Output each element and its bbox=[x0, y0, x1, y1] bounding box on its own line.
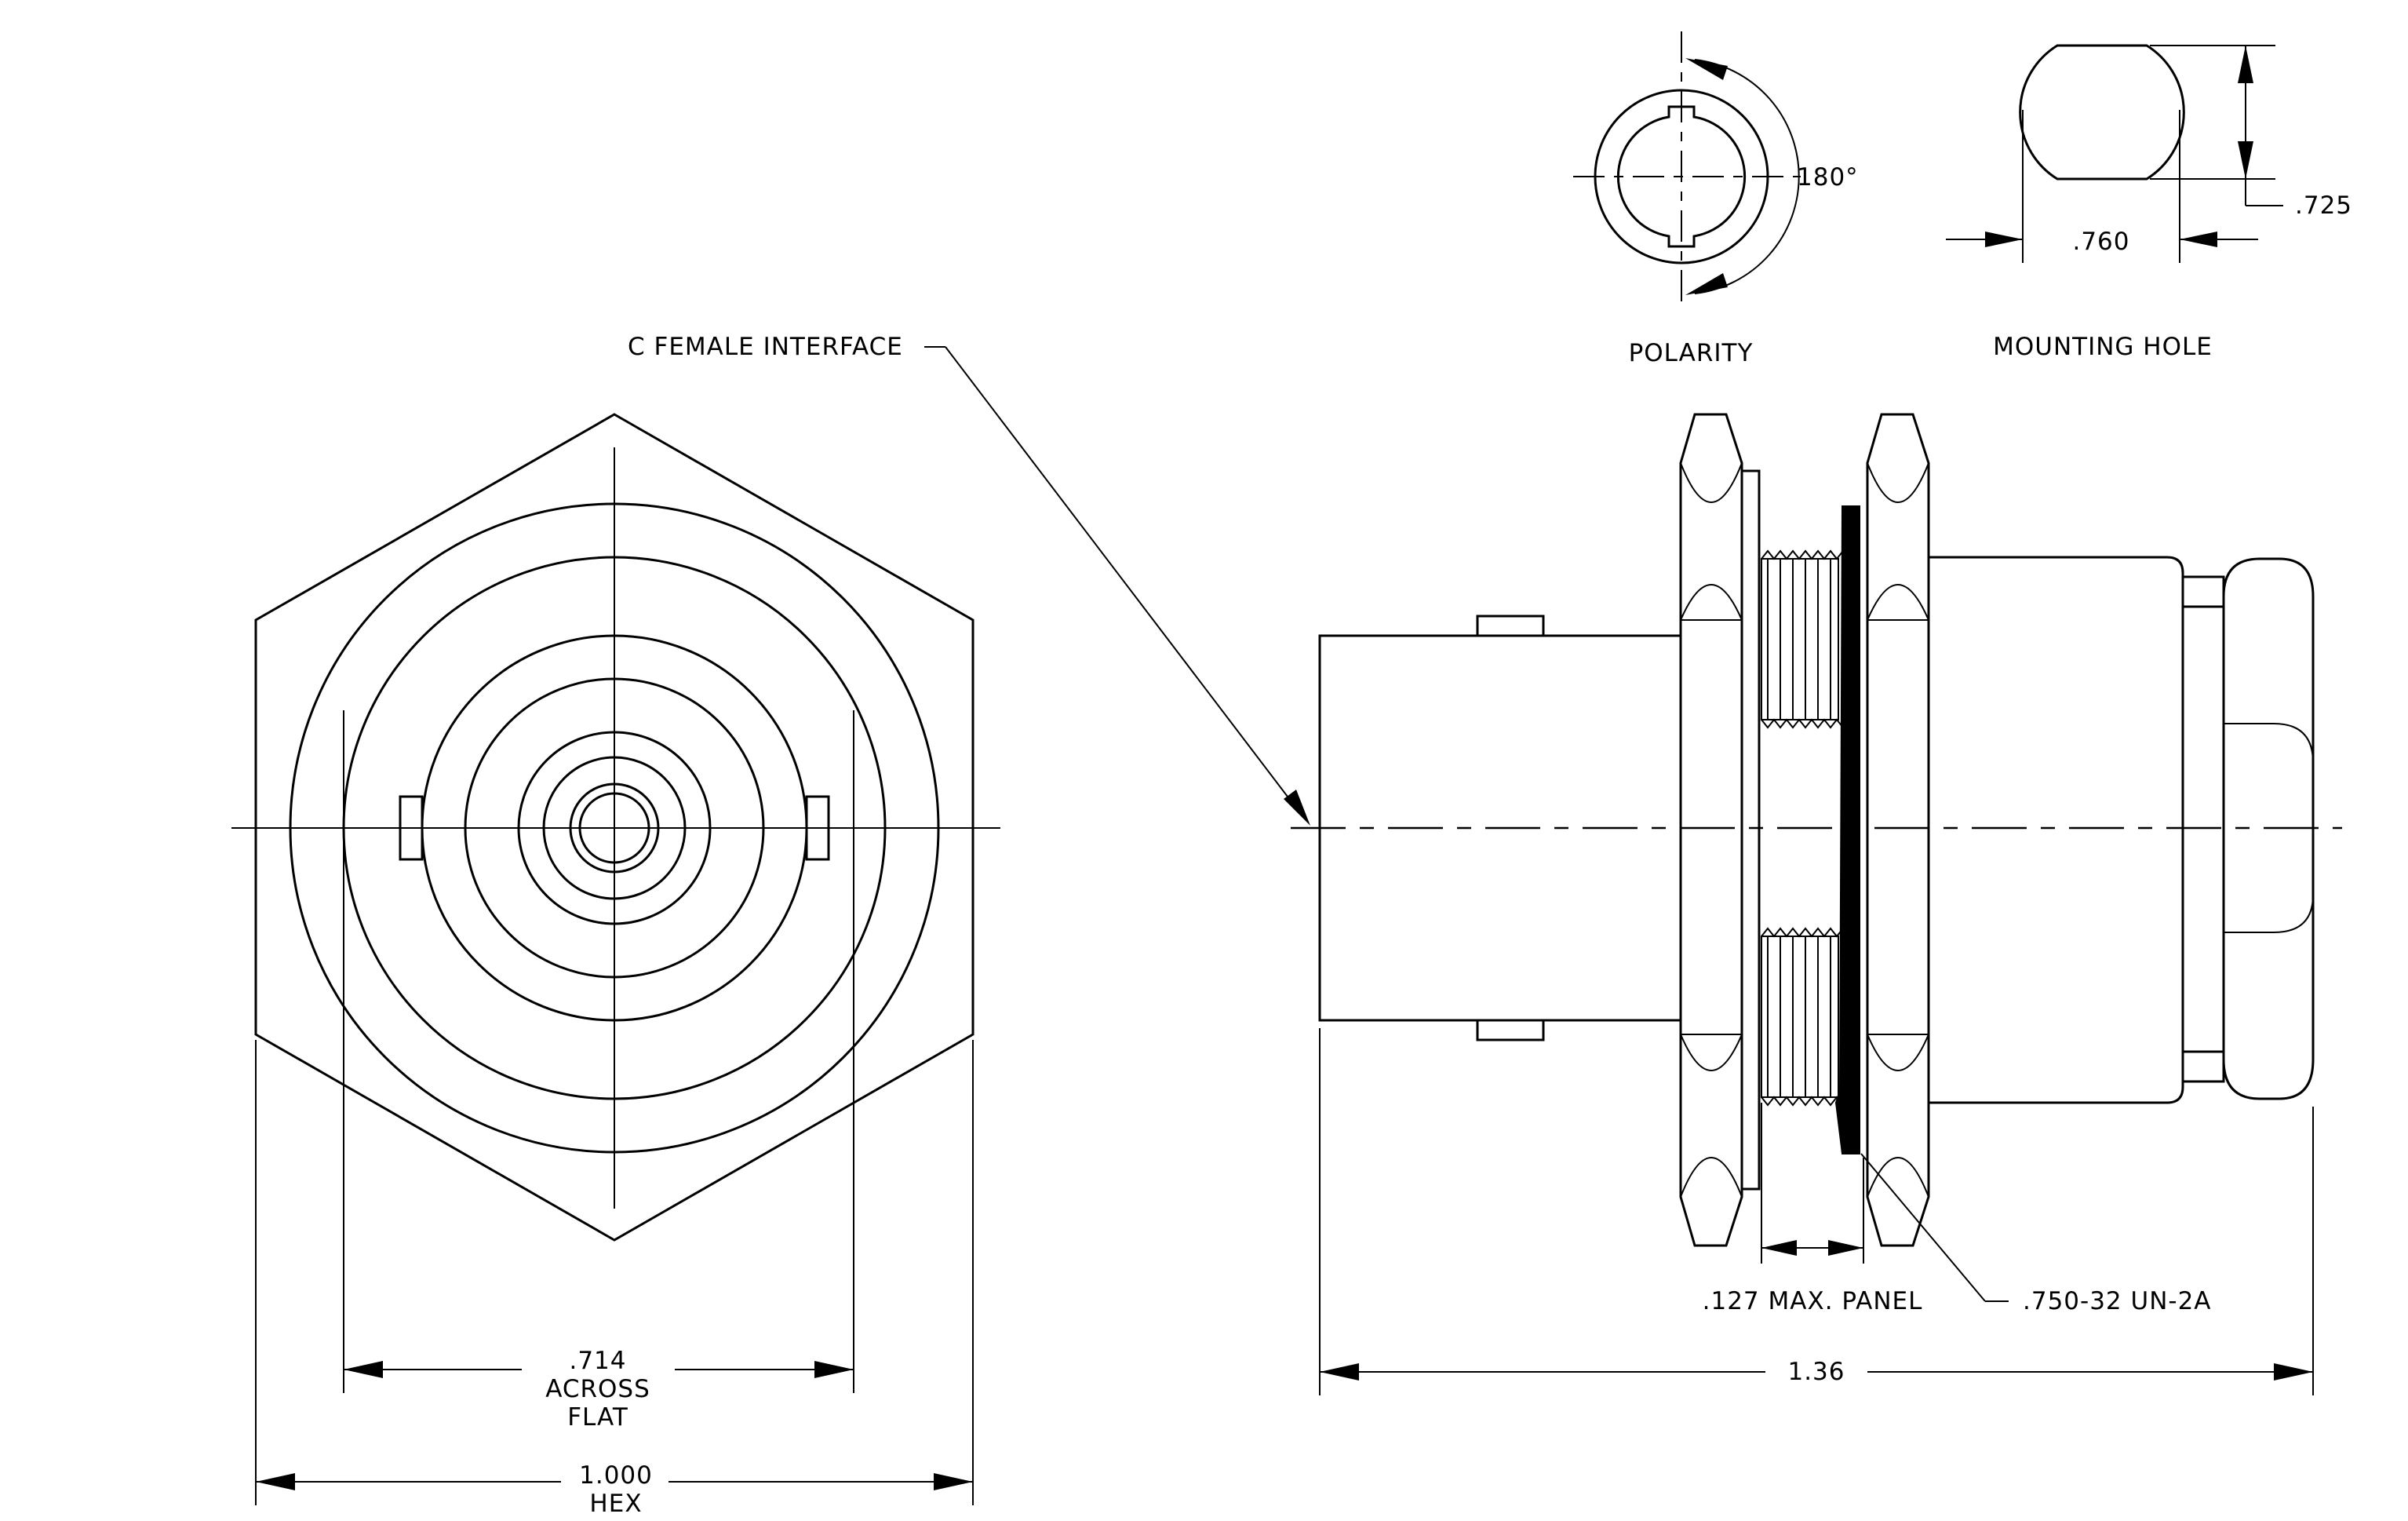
across-flat-line1: ACROSS bbox=[545, 1375, 650, 1403]
hex-outline bbox=[254, 413, 974, 1242]
panel-dimension: .127 MAX. PANEL bbox=[1703, 1103, 1923, 1315]
polarity-arc bbox=[1694, 59, 1800, 294]
polarity-angle: 180° bbox=[1797, 163, 1859, 191]
across-flat-line2: FLAT bbox=[567, 1403, 628, 1432]
side-front-nut bbox=[1679, 413, 1743, 1247]
thread-label: .750-32 UN-2A bbox=[2023, 1287, 2212, 1315]
length-dimension: 1.36 bbox=[1319, 1028, 2314, 1395]
side-view bbox=[1291, 413, 2342, 1247]
hex-value: 1.000 bbox=[579, 1461, 653, 1490]
side-washer bbox=[1740, 469, 1761, 1191]
side-rear-collar bbox=[2181, 575, 2225, 608]
thread-callout: .750-32 UN-2A bbox=[1860, 1153, 2212, 1315]
hole-height: .725 bbox=[2295, 191, 2352, 220]
polarity-key-ring bbox=[1616, 105, 1747, 248]
side-bayonet-bottom bbox=[1476, 1019, 1545, 1041]
side-panel bbox=[1834, 505, 1860, 1154]
side-rear-body bbox=[1929, 556, 2184, 1104]
hex-label: HEX bbox=[589, 1490, 642, 1518]
mounting-hole-title: MOUNTING HOLE bbox=[1993, 333, 2213, 361]
hole-width: .760 bbox=[2072, 228, 2129, 256]
side-threads-top bbox=[1761, 549, 1850, 729]
side-threads-bottom bbox=[1761, 927, 1850, 1107]
across-flat-value: .714 bbox=[569, 1347, 626, 1375]
mounting-hole-shape bbox=[2019, 44, 2185, 181]
interface-callout: C FEMALE INTERFACE bbox=[628, 333, 1310, 826]
length-label: 1.36 bbox=[1787, 1358, 1845, 1386]
side-bayonet-top bbox=[1476, 615, 1545, 637]
side-rear-collar-bottom bbox=[2181, 1050, 2225, 1083]
front-view bbox=[231, 413, 1000, 1242]
side-rear-nut bbox=[1866, 413, 1930, 1247]
across-flat-dimension: .714 ACROSS FLAT bbox=[343, 710, 854, 1432]
polarity-title: POLARITY bbox=[1629, 339, 1754, 367]
mounting-hole-view: .760 .725 MOUNTING HOLE bbox=[1946, 44, 2352, 361]
side-rear-cap bbox=[2222, 557, 2315, 1100]
polarity-view: 180° POLARITY bbox=[1573, 31, 1859, 367]
panel-label: .127 MAX. PANEL bbox=[1703, 1287, 1923, 1315]
interface-label: C FEMALE INTERFACE bbox=[628, 333, 903, 361]
hex-dimension: 1.000 HEX bbox=[255, 1040, 974, 1518]
